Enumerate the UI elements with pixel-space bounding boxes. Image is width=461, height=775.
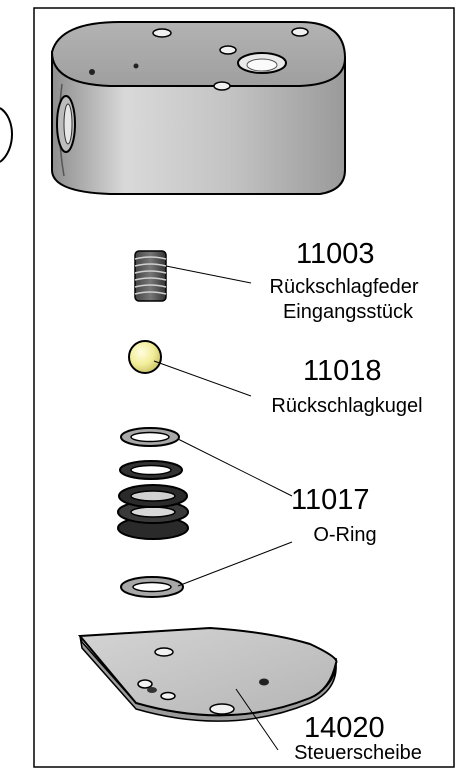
leader-line [235,688,279,751]
part-labels: 11003 Rückschlagfeder Eingangsstück 1101… [270,238,423,764]
control-disc [77,626,338,722]
leader-lines [153,265,293,751]
part-name: Rückschlagfeder [270,276,419,298]
housing-hole [219,45,237,55]
part-number: 11017 [291,484,370,516]
leader-line [165,265,252,284]
leader-line [177,438,293,497]
disc-port [259,678,269,686]
disc-port [160,691,176,701]
part-name: Steuerscheibe [294,742,422,764]
ring-stack [117,460,189,540]
disc-port [147,687,157,693]
housing-hole [291,27,309,37]
check-spring [134,250,167,302]
frame-edge-arc [0,107,13,163]
o-ring-lower [120,576,184,598]
part-number: 14020 [304,712,385,744]
part-number: 11003 [296,238,375,270]
disc-port [209,703,235,715]
disc-port [154,647,174,657]
leader-line [153,360,252,397]
leader-line [177,541,293,587]
housing-hole [152,28,172,38]
part-name: O-Ring [313,524,376,546]
part-number: 11018 [303,355,382,387]
housing-hole [213,81,231,91]
check-ball [128,340,162,374]
disc-port [137,679,153,689]
housing-block [50,21,347,195]
part-name: Eingangsstück [283,301,414,323]
part-name: Rückschlagkugel [271,395,422,417]
drawing-frame [33,7,455,768]
o-ring-upper [120,427,180,447]
